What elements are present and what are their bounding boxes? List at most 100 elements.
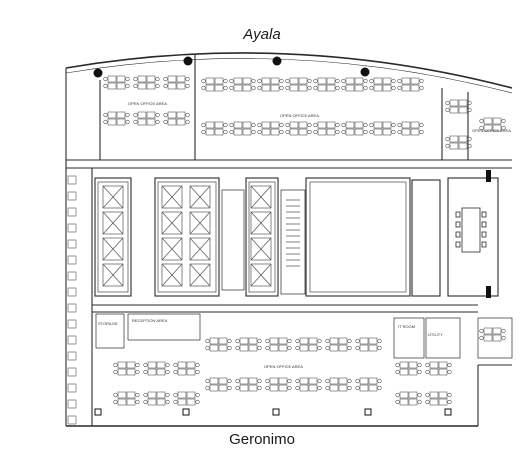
workstation-pod	[285, 121, 312, 136]
workstation-pod	[201, 77, 228, 92]
workstation-pod	[425, 391, 452, 406]
elevator-car	[161, 263, 183, 287]
structural-column	[360, 67, 370, 77]
conference-table	[455, 207, 487, 253]
elevator-car	[250, 211, 272, 235]
elevator-car	[189, 263, 211, 287]
edge-desk	[67, 175, 77, 185]
workstation-pod	[341, 121, 368, 136]
workstation-pod	[325, 337, 352, 352]
workstation-pod	[133, 75, 160, 90]
structural-column	[272, 408, 280, 416]
edge-desk	[67, 383, 77, 393]
workstation-pod	[163, 111, 190, 126]
edge-desk	[67, 287, 77, 297]
structural-column	[93, 68, 103, 78]
workstation-pod	[445, 99, 472, 114]
workstation-pod	[103, 111, 130, 126]
edge-desk	[67, 239, 77, 249]
workstation-pod	[325, 377, 352, 392]
label-reception: RECEPTION AREA	[132, 318, 167, 323]
workstation-pod	[445, 135, 472, 150]
workstation-pod	[173, 361, 200, 376]
workstation-pod	[265, 377, 292, 392]
street-label-south: Geronimo	[229, 431, 295, 448]
elevator-car	[250, 185, 272, 209]
elevator-car	[250, 263, 272, 287]
workstation-pod	[235, 377, 262, 392]
structural-column	[444, 408, 452, 416]
label-open-office-1: OPEN OFFICE AREA	[128, 101, 167, 106]
workstation-pod	[205, 337, 232, 352]
workstation-pod	[133, 111, 160, 126]
workstation-pod	[229, 121, 256, 136]
workstation-pod	[103, 75, 130, 90]
elevator-car	[161, 185, 183, 209]
workstation-pod	[395, 391, 422, 406]
structural-column	[94, 408, 102, 416]
edge-desk	[67, 223, 77, 233]
elevator-car	[250, 237, 272, 261]
edge-desk	[67, 351, 77, 361]
workstation-pod	[285, 77, 312, 92]
edge-desk	[67, 319, 77, 329]
structural-column	[183, 56, 193, 66]
label-storage: STORAGE	[98, 321, 118, 326]
structural-column	[486, 286, 491, 298]
elevator-car	[102, 211, 124, 235]
elevator-car	[189, 237, 211, 261]
workstation-pod	[397, 121, 424, 136]
north-facade-curve	[65, 52, 513, 89]
structural-column	[364, 408, 372, 416]
workstation-pod	[173, 391, 200, 406]
workstation-pod	[143, 361, 170, 376]
edge-desk	[67, 207, 77, 217]
workstation-pod	[143, 391, 170, 406]
workstation-pod	[397, 77, 424, 92]
edge-desk	[67, 191, 77, 201]
edge-desk	[67, 367, 77, 377]
elevator-car	[161, 237, 183, 261]
edge-desk	[67, 399, 77, 409]
workstation-pod	[201, 121, 228, 136]
workstation-pod	[395, 361, 422, 376]
workstation-pod	[341, 77, 368, 92]
workstation-pod	[229, 77, 256, 92]
workstation-pod	[369, 121, 396, 136]
label-open-office-4: OPEN OFFICE AREA	[264, 364, 303, 369]
workstation-pod	[479, 117, 506, 132]
structural-column	[272, 56, 282, 66]
label-open-office-2: OPEN OFFICE AREA	[280, 113, 319, 118]
label-utility: UTILITY	[428, 332, 443, 337]
workstation-pod	[355, 337, 382, 352]
elevator-car	[189, 211, 211, 235]
workstation-pod	[163, 75, 190, 90]
workstation-pod	[205, 377, 232, 392]
workstation-pod	[313, 121, 340, 136]
street-label-north: Ayala	[243, 26, 281, 43]
edge-desk	[67, 335, 77, 345]
structural-column	[182, 408, 190, 416]
label-it-room: IT ROOM	[398, 324, 415, 329]
workstation-pod	[369, 77, 396, 92]
workstation-pod	[313, 77, 340, 92]
elevator-car	[102, 263, 124, 287]
elevator-car	[102, 237, 124, 261]
workstation-pod	[257, 77, 284, 92]
elevator-car	[161, 211, 183, 235]
workstation-pod	[425, 361, 452, 376]
workstation-pod	[113, 361, 140, 376]
edge-desk	[67, 415, 77, 425]
label-open-office-3: OPEN OFFICE AREA	[472, 128, 511, 133]
workstation-pod	[479, 327, 506, 342]
edge-desk	[67, 271, 77, 281]
elevator-car	[102, 185, 124, 209]
edge-desk	[67, 303, 77, 313]
structural-column	[486, 170, 491, 182]
workstation-pod	[113, 391, 140, 406]
workstation-pod	[355, 377, 382, 392]
workstation-pod	[235, 337, 262, 352]
workstation-pod	[295, 337, 322, 352]
workstation-pod	[257, 121, 284, 136]
